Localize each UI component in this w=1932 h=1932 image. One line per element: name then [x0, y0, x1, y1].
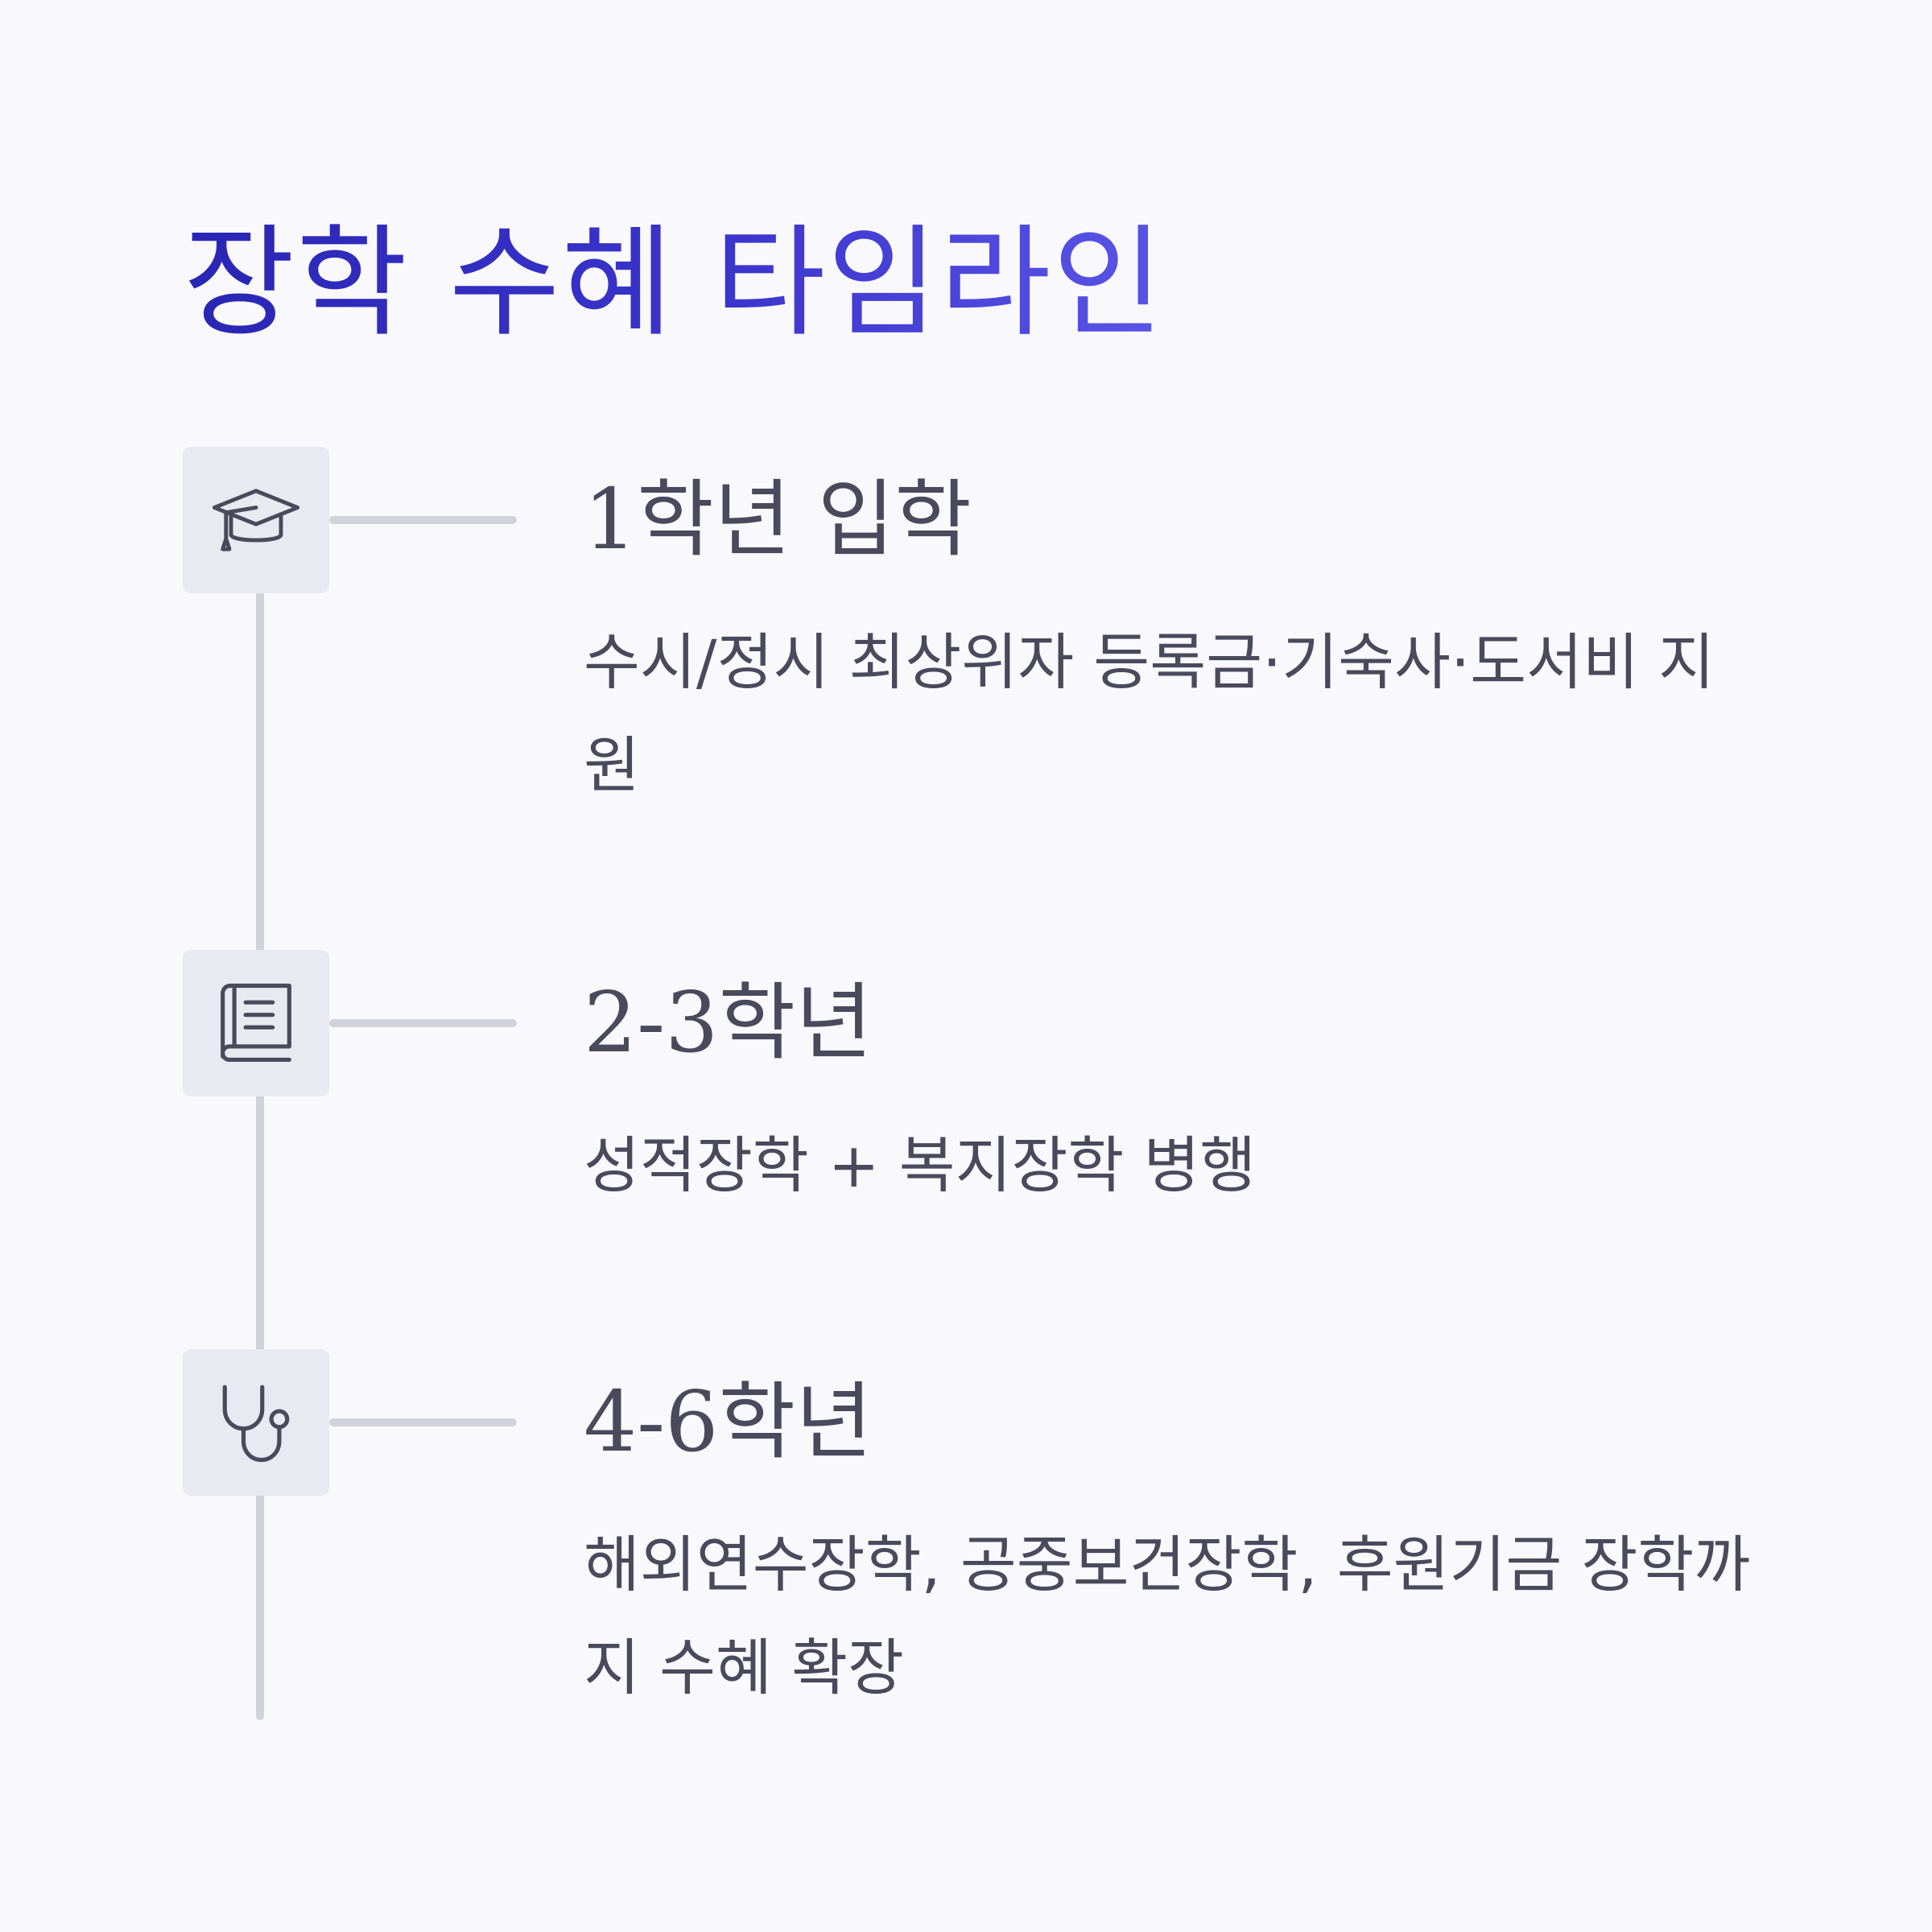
timeline-step-3-connector: [329, 1418, 517, 1426]
page-title: 장학 수혜 타임라인: [184, 211, 1165, 356]
timeline-step-1-heading: 1학년 입학: [584, 470, 972, 568]
timeline-step-3-description: 해외연수장학, 공중보건장학, 후원기금 장학까지 수혜 확장: [584, 1529, 1751, 1703]
timeline-step-2-heading: 2-3학년: [584, 973, 873, 1071]
timeline-step-2-description: 성적장학 + 복지장학 병행: [584, 1129, 1257, 1201]
timeline-step-2-icon-box: [183, 950, 329, 1096]
book-icon: [221, 983, 291, 1063]
timeline-step-2-connector: [329, 1019, 517, 1027]
timeline-step-1-connector: [329, 516, 517, 524]
stethoscope-icon: [222, 1385, 290, 1463]
graduation-cap-icon: [212, 489, 300, 551]
timeline-step-1-description: 수시/정시 최상위자 등록금·기숙사·도서비 지원: [584, 626, 1715, 801]
timeline-step-3-heading: 4-6학년: [584, 1373, 873, 1471]
timeline-step-1-icon-box: [183, 447, 329, 593]
timeline-step-3-icon-box: [183, 1349, 329, 1496]
